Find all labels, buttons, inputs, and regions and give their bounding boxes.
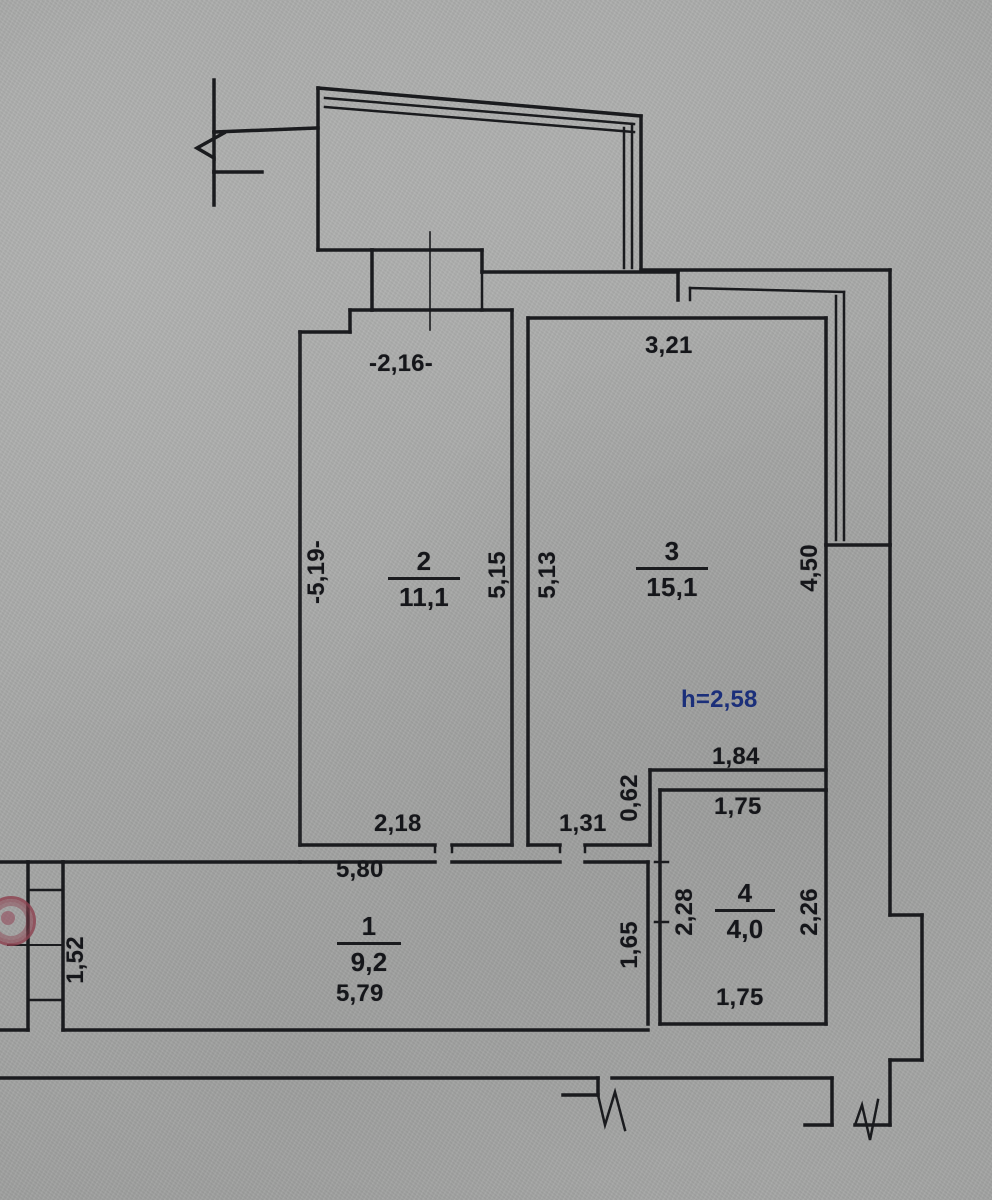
dimension-corridor-top: 1,84 bbox=[712, 743, 760, 770]
room-3-number: 3 bbox=[664, 536, 680, 566]
room-1-walls bbox=[0, 860, 650, 1032]
room-2-area: 11,1 bbox=[399, 582, 449, 612]
room-4-area: 4,0 bbox=[726, 914, 764, 944]
dimension-room1-top: 5,80 bbox=[336, 856, 384, 883]
dimension-room3-left: 5,13 bbox=[534, 551, 561, 599]
room-3-area: 15,1 bbox=[646, 572, 698, 602]
dimension-room3-top: 3,21 bbox=[645, 332, 693, 359]
room-3-fraction-rule bbox=[636, 567, 708, 570]
dimension-room4-top: 1,75 bbox=[714, 793, 762, 820]
dimension-room3-bottom: 1,31 bbox=[559, 810, 607, 837]
dimension-room3-right: 4,50 bbox=[796, 544, 823, 592]
room-4-label: 4 4,0 bbox=[715, 880, 775, 942]
dimension-room4-right: 2,26 bbox=[796, 888, 823, 936]
room-1-label: 1 9,2 bbox=[337, 913, 401, 975]
dimension-room4-bottom: 1,75 bbox=[716, 984, 764, 1011]
dimension-room1-right: 1,65 bbox=[616, 921, 643, 969]
room-4-fraction-rule bbox=[715, 909, 775, 912]
faint-guides bbox=[299, 319, 513, 846]
room-1-area: 9,2 bbox=[350, 947, 388, 977]
room-1-fraction-rule bbox=[337, 942, 401, 945]
room-2-walls bbox=[298, 308, 514, 854]
room-4-walls bbox=[653, 788, 828, 1026]
room-4-number: 4 bbox=[737, 878, 753, 908]
dimension-room2-bottom: 2,18 bbox=[374, 810, 422, 837]
dimension-corridor-gap: 0,62 bbox=[616, 774, 643, 822]
balcony-upper bbox=[316, 86, 643, 272]
dimension-room4-left: 2,28 bbox=[671, 888, 698, 936]
round-seal-stamp bbox=[0, 896, 36, 946]
bottom-outer-wall bbox=[0, 1058, 892, 1141]
room-2-fraction-rule bbox=[388, 577, 460, 580]
room-2-number: 2 bbox=[416, 546, 432, 576]
right-outer-wall bbox=[888, 543, 924, 1062]
room-1-number: 1 bbox=[361, 911, 377, 941]
dimension-room1-bottom: 5,79 bbox=[336, 980, 384, 1007]
top-wall-band bbox=[370, 231, 892, 547]
break-line-top-left bbox=[193, 78, 320, 207]
dimension-room2-top: -2,16- bbox=[369, 350, 433, 377]
dimension-room2-left: -5,19- bbox=[303, 540, 330, 604]
dimension-room1-left: 1,52 bbox=[62, 936, 89, 984]
room-2-label: 2 11,1 bbox=[388, 548, 460, 610]
dimension-room2-right: 5,15 bbox=[484, 551, 511, 599]
ceiling-height-label: h=2,58 bbox=[681, 686, 758, 713]
room-3-walls bbox=[526, 286, 892, 854]
room-3-label: 3 15,1 bbox=[636, 538, 708, 600]
